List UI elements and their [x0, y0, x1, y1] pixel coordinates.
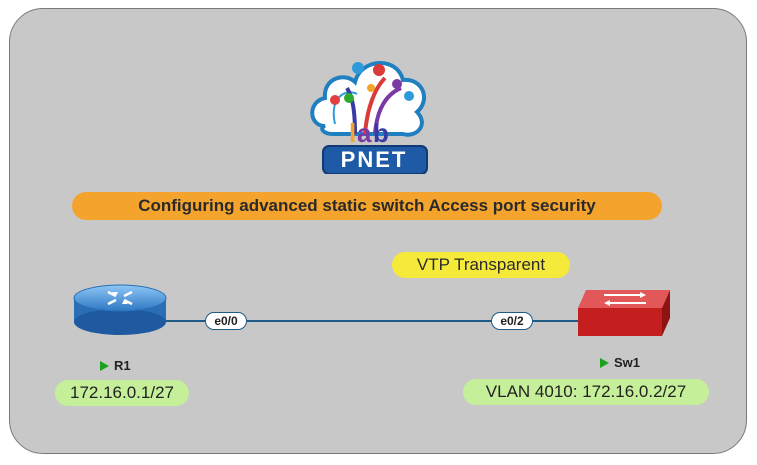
port-label-r1: e0/0 [205, 312, 247, 330]
svg-text:a: a [357, 118, 372, 148]
running-status-icon [600, 358, 609, 368]
node-name-r1-text: R1 [114, 358, 131, 373]
pnet-lab-logo: l a b [310, 61, 428, 174]
link-r1-sw1[interactable] [166, 320, 580, 322]
svg-text:l: l [349, 118, 356, 148]
pnet-logo-text: PNET [340, 147, 408, 172]
switch-icon[interactable] [574, 282, 674, 342]
router-icon[interactable] [72, 282, 168, 336]
svg-text:b: b [373, 118, 389, 148]
port-label-sw1: e0/2 [491, 312, 533, 330]
running-status-icon [100, 361, 109, 371]
node-name-r1[interactable]: R1 [100, 358, 131, 374]
lab-title: Configuring advanced static switch Acces… [72, 192, 662, 220]
ip-label-sw1: VLAN 4010: 172.16.0.2/27 [463, 379, 709, 405]
node-name-sw1-text: Sw1 [614, 355, 641, 370]
node-name-sw1[interactable]: Sw1 [600, 355, 640, 371]
ip-label-r1: 172.16.0.1/27 [55, 380, 189, 406]
vtp-mode-label: VTP Transparent [392, 252, 570, 278]
